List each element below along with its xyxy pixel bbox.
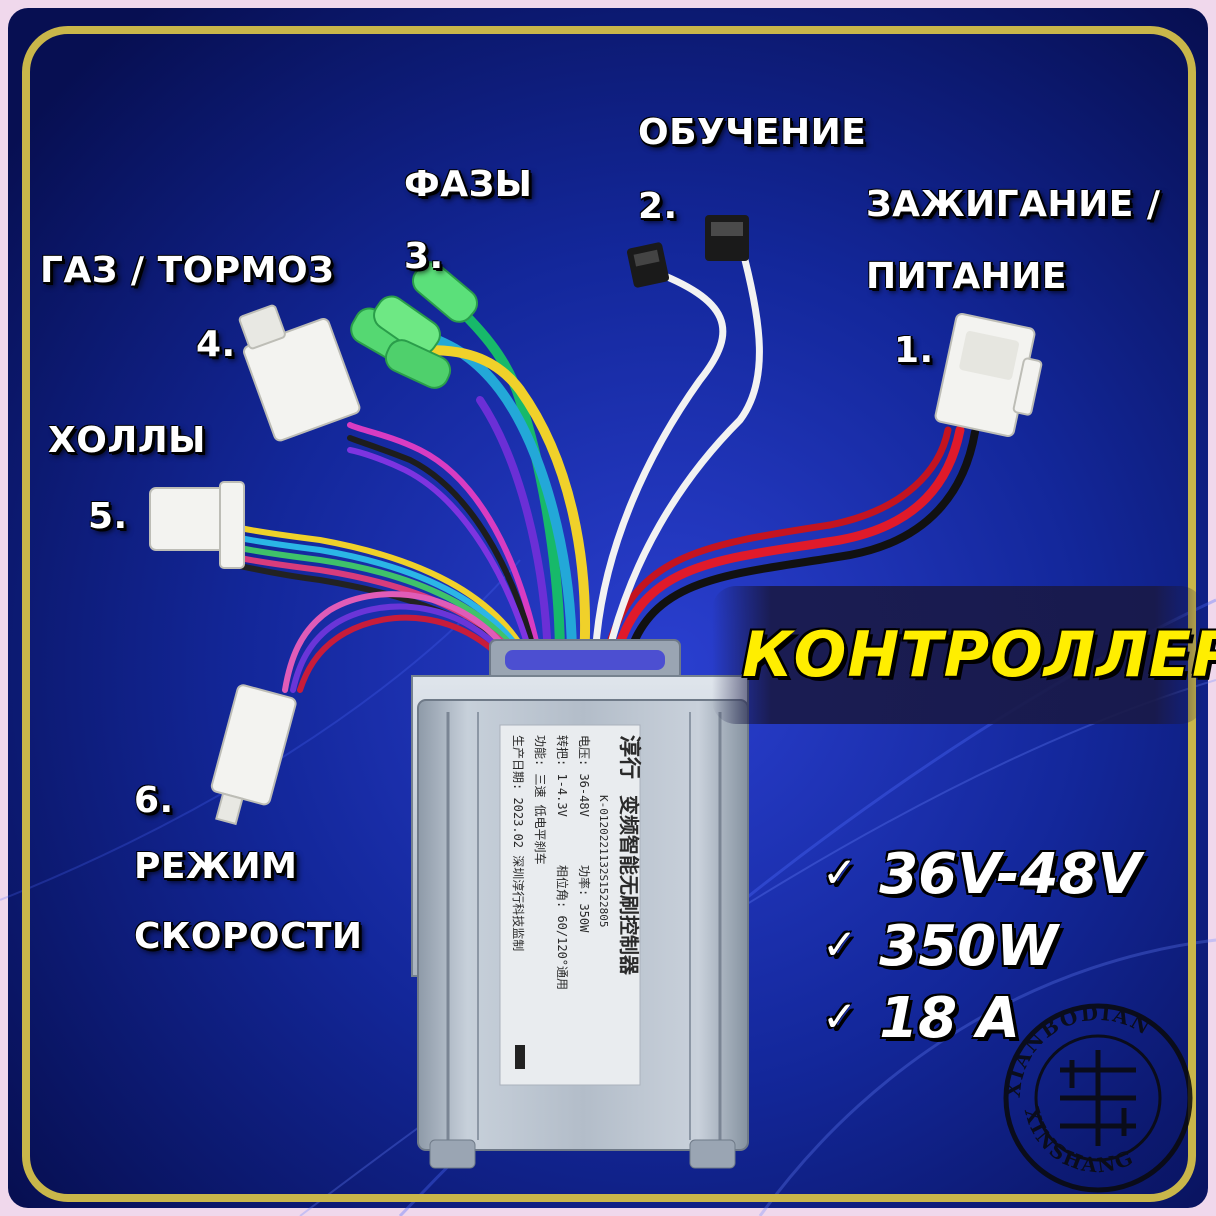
- sticker-power: 功率: 350W: [577, 865, 592, 933]
- label-halls-number: 5.: [88, 496, 128, 537]
- learning-connector-left: [626, 242, 670, 288]
- check-icon: ✓: [822, 992, 858, 1041]
- sticker-phase-angle: 相位角: 60/120°通用: [555, 865, 570, 990]
- label-speed-line2: СКОРОСТИ: [134, 916, 363, 957]
- label-speed-number: 6.: [134, 780, 174, 821]
- label-ignition-line2: ПИТАНИЕ: [866, 256, 1068, 297]
- background-panel: [8, 8, 1208, 1208]
- label-ignition-line1: ЗАЖИГАНИЕ /: [866, 184, 1161, 225]
- label-halls: ХОЛЛЫ: [48, 420, 206, 461]
- spec-power-value: 350W: [879, 914, 1058, 979]
- wire-bundle: [237, 256, 979, 693]
- label-ignition-number: 1.: [894, 330, 934, 371]
- sticker-product: 变频智能无刷控制器: [617, 795, 641, 976]
- spec-voltage: ✓ 36V-48V: [822, 842, 1141, 907]
- product-title: КОНТРОЛЛЕР: [742, 618, 1216, 691]
- controller-box: [411, 639, 749, 1169]
- title-banner: [712, 586, 1204, 724]
- check-icon: ✓: [822, 848, 858, 897]
- spec-current: ✓ 18 A: [822, 986, 1020, 1051]
- label-throttle: ГАЗ / ТОРМОЗ: [40, 250, 335, 291]
- sticker-date: 生产日期: 2023.02 深圳淳行科技监制: [511, 735, 526, 951]
- speed-connector: [210, 684, 297, 826]
- sticker-brand: 淳行: [616, 735, 642, 779]
- ignition-connector: [934, 313, 1043, 437]
- device-sticker: [499, 724, 641, 1086]
- halls-connector: [149, 481, 245, 569]
- label-learning-number: 2.: [638, 186, 678, 227]
- label-speed-line1: РЕЖИМ: [134, 846, 298, 887]
- spec-power: ✓ 350W: [822, 914, 1058, 979]
- label-learning: ОБУЧЕНИЕ: [638, 112, 867, 153]
- check-icon: ✓: [822, 920, 858, 969]
- learning-connector-right: [705, 215, 749, 261]
- phase-terminals: [350, 261, 479, 389]
- label-phases-number: 3.: [404, 236, 444, 277]
- device-sticker-text: 淳行 变频智能无刷控制器 K-0120221132S1522805 电压: 36…: [511, 735, 642, 990]
- sticker-function: 功能: 三速 低电平刹车: [533, 735, 548, 865]
- sticker-throttle: 转把: 1-4.3V: [555, 735, 570, 817]
- label-phases: ФАЗЫ: [404, 164, 533, 205]
- throttle-connector: [238, 304, 361, 442]
- sticker-voltage: 电压: 36-48V: [577, 735, 591, 817]
- spec-current-value: 18 A: [879, 986, 1020, 1051]
- sticker-model: K-0120221132S1522805: [597, 795, 610, 927]
- label-throttle-number: 4.: [196, 324, 236, 365]
- spec-voltage-value: 36V-48V: [879, 842, 1141, 907]
